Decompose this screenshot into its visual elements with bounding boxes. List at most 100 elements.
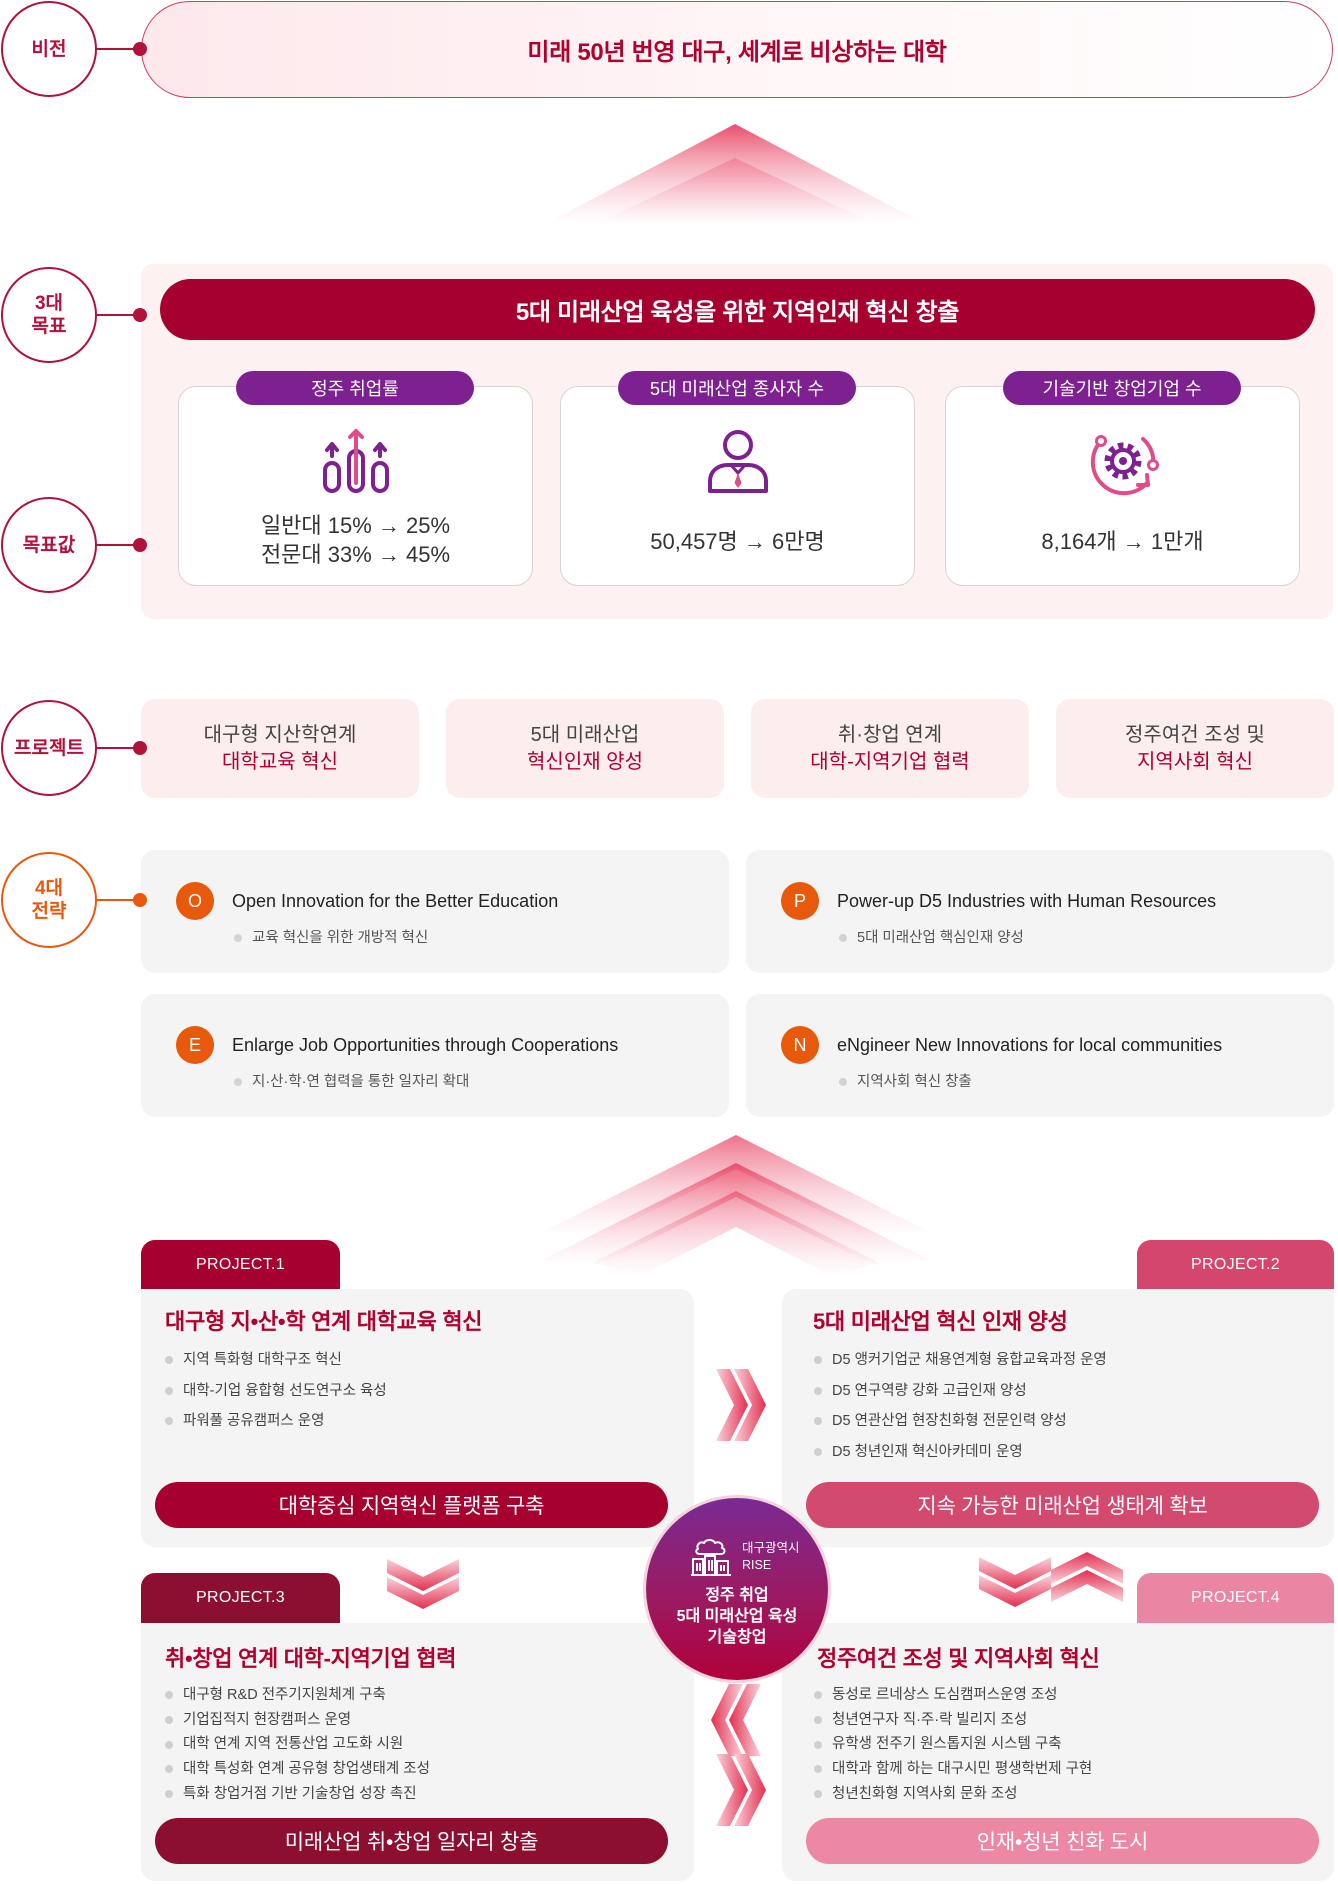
goal-card-workers: 50,457명 → 6만명: [560, 386, 915, 586]
project-overview-line2: 지역사회 혁신: [1137, 750, 1253, 773]
hub-brand: RISE: [742, 1558, 772, 1572]
goals-banner: 5대 미래산업 육성을 위한 지역인재 혁신 창출: [160, 279, 1315, 340]
bullet-icon: [814, 1417, 822, 1426]
list-item: D5 앵커기업군 채용연계형 융합교육과정 운영: [814, 1345, 1107, 1376]
project-outcome-pill: 지속 가능한 미래산업 생태계 확보: [806, 1482, 1319, 1528]
strategies-marker: 4대 전략: [1, 852, 147, 948]
connector-line: [96, 899, 138, 901]
list-item-text: 청년친화형 지역사회 문화 조성: [832, 1785, 1018, 1802]
project-1-card: 대구형 지•산•학 연계 대학교육 혁신 지역 특화형 대학구조 혁신 대학-기…: [141, 1289, 694, 1547]
list-item: 기업집적지 현장캠퍼스 운영: [165, 1708, 430, 1733]
list-item-text: D5 연구역량 강화 고급인재 양성: [832, 1382, 1027, 1399]
strategies-marker-circle: 4대 전략: [1, 852, 97, 948]
bullet-icon: [814, 1386, 822, 1395]
project-1-tab: PROJECT.1: [141, 1240, 340, 1290]
connector-dot: [133, 538, 147, 552]
bullet-icon: [814, 1790, 822, 1799]
project-overview-line2: 대학-지역기업 협력: [810, 750, 970, 773]
project-item-list: 대구형 R&D 전주기지원체계 구축 기업집적지 현장캠퍼스 운영 대학 연계 …: [165, 1683, 430, 1807]
strategy-description: 5대 미래산업 핵심인재 양성: [857, 930, 1024, 946]
project-outcome-pill: 대학중심 지역혁신 플랫폼 구축: [155, 1482, 668, 1528]
bullet-icon: [839, 1078, 847, 1086]
connector-dot: [133, 741, 147, 755]
bullet-icon: [165, 1716, 173, 1725]
list-item: 청년연구자 직·주·락 빌리지 조성: [814, 1708, 1092, 1733]
project-item-list: 동성로 르네상스 도심캠퍼스운영 조성 청년연구자 직·주·락 빌리지 조성 유…: [814, 1683, 1092, 1807]
bullet-icon: [165, 1740, 173, 1749]
project-overview-line2: 혁신인재 양성: [527, 750, 643, 773]
goal-value-line: 전문대 33% → 45%: [260, 542, 451, 567]
list-item: 청년친화형 지역사회 문화 조성: [814, 1782, 1092, 1807]
goal-value-line: 일반대 15% → 25%: [260, 513, 451, 538]
goal-tag-startups: 기술기반 창업기업 수: [1003, 371, 1241, 405]
chevron-right-icon: [716, 1754, 766, 1826]
connector-dot: [133, 308, 147, 322]
vision-marker-circle: 비전: [1, 1, 97, 97]
hub-focus-line: 5대 미래산업 육성: [676, 1608, 798, 1625]
list-item-text: 지역 특화형 대학구조 혁신: [183, 1352, 342, 1368]
strategy-description: 교육 혁신을 위한 개방적 혁신: [252, 930, 429, 946]
strategy-letter-badge: N: [781, 1026, 819, 1064]
bullet-icon: [814, 1716, 822, 1725]
strategy-title: Open Innovation for the Better Education: [232, 891, 559, 911]
strategy-description: 지·산·학·연 협력을 통한 일자리 확대: [252, 1074, 470, 1090]
goal-card-employment: 일반대 15% → 25% 전문대 33% → 45%: [178, 386, 533, 586]
project-overview-line1: 정주여건 조성 및: [1125, 723, 1265, 746]
strategies-label-line2: 전략: [31, 901, 67, 922]
projects-marker: 프로젝트: [1, 700, 147, 796]
goals-label-line1: 3대: [34, 293, 64, 314]
connector-line: [96, 48, 138, 50]
list-item: D5 연구역량 강화 고급인재 양성: [814, 1376, 1107, 1407]
project-4-tab: PROJECT.4: [1137, 1573, 1334, 1623]
list-item: 지역 특화형 대학구조 혁신: [165, 1345, 387, 1376]
bullet-icon: [165, 1417, 173, 1426]
chevron-down-icon: [979, 1557, 1051, 1607]
bullet-icon: [814, 1356, 822, 1365]
strategy-card-o: O Open Innovation for the Better Educati…: [141, 850, 729, 973]
chevron-right-icon: [716, 1369, 766, 1441]
strategy-letter-badge: P: [781, 882, 819, 920]
list-item-text: 대학 특성화 연계 공유형 창업생태계 조성: [183, 1761, 430, 1778]
connector-dot: [133, 42, 147, 56]
strategy-letter-badge: E: [176, 1026, 214, 1064]
list-item-text: 대학 연계 지역 전통산업 고도화 시원: [183, 1736, 404, 1753]
project-title: 대구형 지•산•학 연계 대학교육 혁신: [165, 1309, 483, 1334]
list-item-text: D5 연관산업 현장친화형 전문인력 양성: [832, 1413, 1067, 1429]
project-outcome-pill: 미래산업 취•창업 일자리 창출: [155, 1818, 668, 1864]
list-item-text: 기업집적지 현장캠퍼스 운영: [183, 1711, 352, 1728]
target-values-marker-circle: 목표값: [1, 497, 97, 593]
list-item-text: D5 청년인재 혁신아카데미 운영: [832, 1443, 1023, 1460]
goal-card-startups: 8,164개 → 1만개: [945, 386, 1300, 586]
city-buildings-icon: [691, 1539, 731, 1576]
bullet-icon: [839, 934, 847, 942]
project-overview-line1: 대구형 지산학연계: [203, 723, 357, 746]
project-item-list: 지역 특화형 대학구조 혁신 대학-기업 융합형 선도연구소 육성 파워풀 공유…: [165, 1345, 387, 1437]
bullet-icon: [234, 934, 242, 942]
project-overview-item: 정주여건 조성 및 지역사회 혁신: [1056, 699, 1334, 798]
goals-label-line2: 목표: [31, 316, 67, 337]
hub-focus-line: 정주 취업: [705, 1587, 769, 1604]
goal-value-line: 50,457명 → 6만명: [650, 529, 825, 554]
list-item: 특화 창업거점 기반 기술창업 성장 촉진: [165, 1782, 430, 1807]
project-overview-line2: 대학교육 혁신: [222, 750, 338, 773]
growth-bars-icon: [323, 429, 389, 493]
bullet-icon: [814, 1765, 822, 1774]
project-overview-item: 취·창업 연계 대학-지역기업 협력: [751, 699, 1029, 798]
gear-cycle-icon: [1090, 435, 1159, 496]
list-item-text: D5 앵커기업군 채용연계형 융합교육과정 운영: [832, 1352, 1107, 1368]
list-item: D5 연관산업 현장친화형 전문인력 양성: [814, 1406, 1107, 1437]
list-item: 대학-기업 융합형 선도연구소 육성: [165, 1376, 387, 1407]
list-item-text: 유학생 전주기 원스톱지원 시스템 구축: [832, 1736, 1062, 1753]
projects-marker-circle: 프로젝트: [1, 700, 97, 796]
strategy-title: Enlarge Job Opportunities through Cooper…: [232, 1035, 619, 1055]
connector-line: [96, 314, 138, 316]
list-item-text: 청년연구자 직·주·락 빌리지 조성: [832, 1711, 1028, 1728]
goals-marker: 3대 목표: [1, 267, 147, 363]
list-item-text: 대학-기업 융합형 선도연구소 육성: [183, 1382, 387, 1399]
project-2-card: 5대 미래산업 혁신 인재 양성 D5 앵커기업군 채용연계형 융합교육과정 운…: [782, 1289, 1334, 1547]
projects-label: 프로젝트: [14, 737, 84, 759]
connector-line: [96, 747, 138, 749]
project-overview-line1: 취·창업 연계: [837, 723, 943, 746]
strategy-title: Power-up D5 Industries with Human Resour…: [837, 891, 1217, 911]
bullet-icon: [234, 1078, 242, 1086]
